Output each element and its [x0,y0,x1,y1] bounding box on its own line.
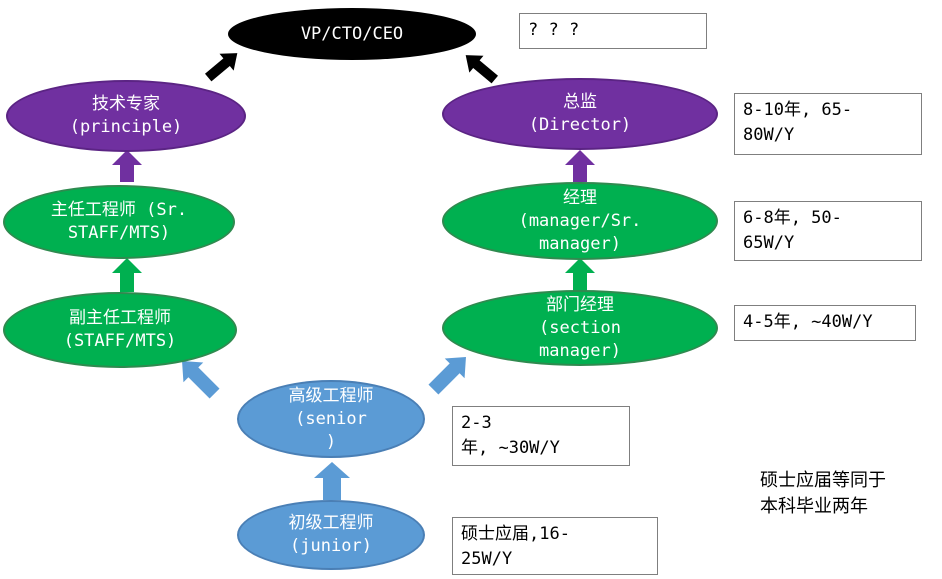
node-senior-staff-label: 主任工程师 (Sr. STAFF/MTS) [50,200,188,243]
note-senior: 2-3 年, ~30W/Y [452,406,630,466]
arrow-principle-to-ceo [204,53,238,82]
note-section-manager: 4-5年, ~40W/Y [734,305,916,341]
node-senior-label: 高级工程师 (senior ) [288,385,374,452]
node-senior-staff: 主任工程师 (Sr. STAFF/MTS) [3,185,235,259]
arrow-section-manager-to-manager [565,258,595,292]
node-director-label: 总监 (Director) [528,92,632,135]
node-director: 总监 (Director) [442,78,718,150]
node-staff: 副主任工程师 (STAFF/MTS) [3,292,237,368]
node-manager-label: 经理 (manager/Sr. manager) [518,187,642,254]
node-manager: 经理 (manager/Sr. manager) [442,182,718,260]
note-director: 8-10年, 65- 80W/Y [734,93,922,155]
note-junior: 硕士应届,16- 25W/Y [452,517,658,575]
node-staff-label: 副主任工程师 (STAFF/MTS) [63,308,177,351]
arrow-senior-staff-to-principle [112,150,142,182]
node-principle: 技术专家 (principle) [6,80,246,152]
note-ceo: ? ? ? [519,13,707,49]
side-note: 硕士应届等同于 本科毕业两年 [760,470,886,517]
node-section-manager: 部门经理 (section manager) [442,290,718,366]
arrow-junior-to-senior [314,462,350,500]
node-ceo: VP/CTO/CEO [228,8,476,60]
node-principle-label: 技术专家 (principle) [69,94,183,137]
node-junior-label: 初级工程师 (junior) [288,513,374,556]
note-manager: 6-8年, 50- 65W/Y [734,201,922,261]
arrow-director-to-ceo [465,55,499,84]
node-senior: 高级工程师 (senior ) [237,380,425,458]
arrow-senior-to-section-manager [428,357,466,395]
node-ceo-label: VP/CTO/CEO [300,23,404,44]
node-section-manager-label: 部门经理 (section manager) [539,294,621,361]
arrow-manager-to-director [565,150,595,182]
arrow-staff-to-senior-staff [112,258,142,292]
node-junior: 初级工程师 (junior) [237,500,425,570]
arrow-senior-to-staff [182,361,220,399]
